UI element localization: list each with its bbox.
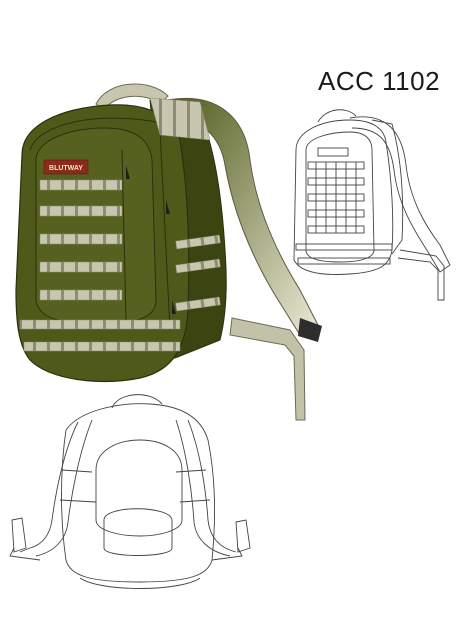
strap-tail (229, 317, 306, 421)
brand-label-text: BLUTWAY (49, 165, 83, 172)
back-line-drawing (9, 394, 251, 589)
zipper-line (159, 129, 171, 331)
front-color-view: BLUTWAY (15, 83, 322, 421)
front-line-drawing (293, 109, 451, 301)
zipper-pull-icon (172, 300, 176, 314)
buckle-icon (298, 318, 322, 342)
zipper-pull-icon (166, 200, 170, 214)
zipper-pull-icon (126, 165, 130, 179)
zipper-line (29, 117, 171, 151)
molle-webbing (19, 97, 221, 352)
zipper-line (121, 149, 127, 321)
product-code-title: ACC 1102 (318, 66, 441, 96)
brand-label (43, 159, 89, 175)
